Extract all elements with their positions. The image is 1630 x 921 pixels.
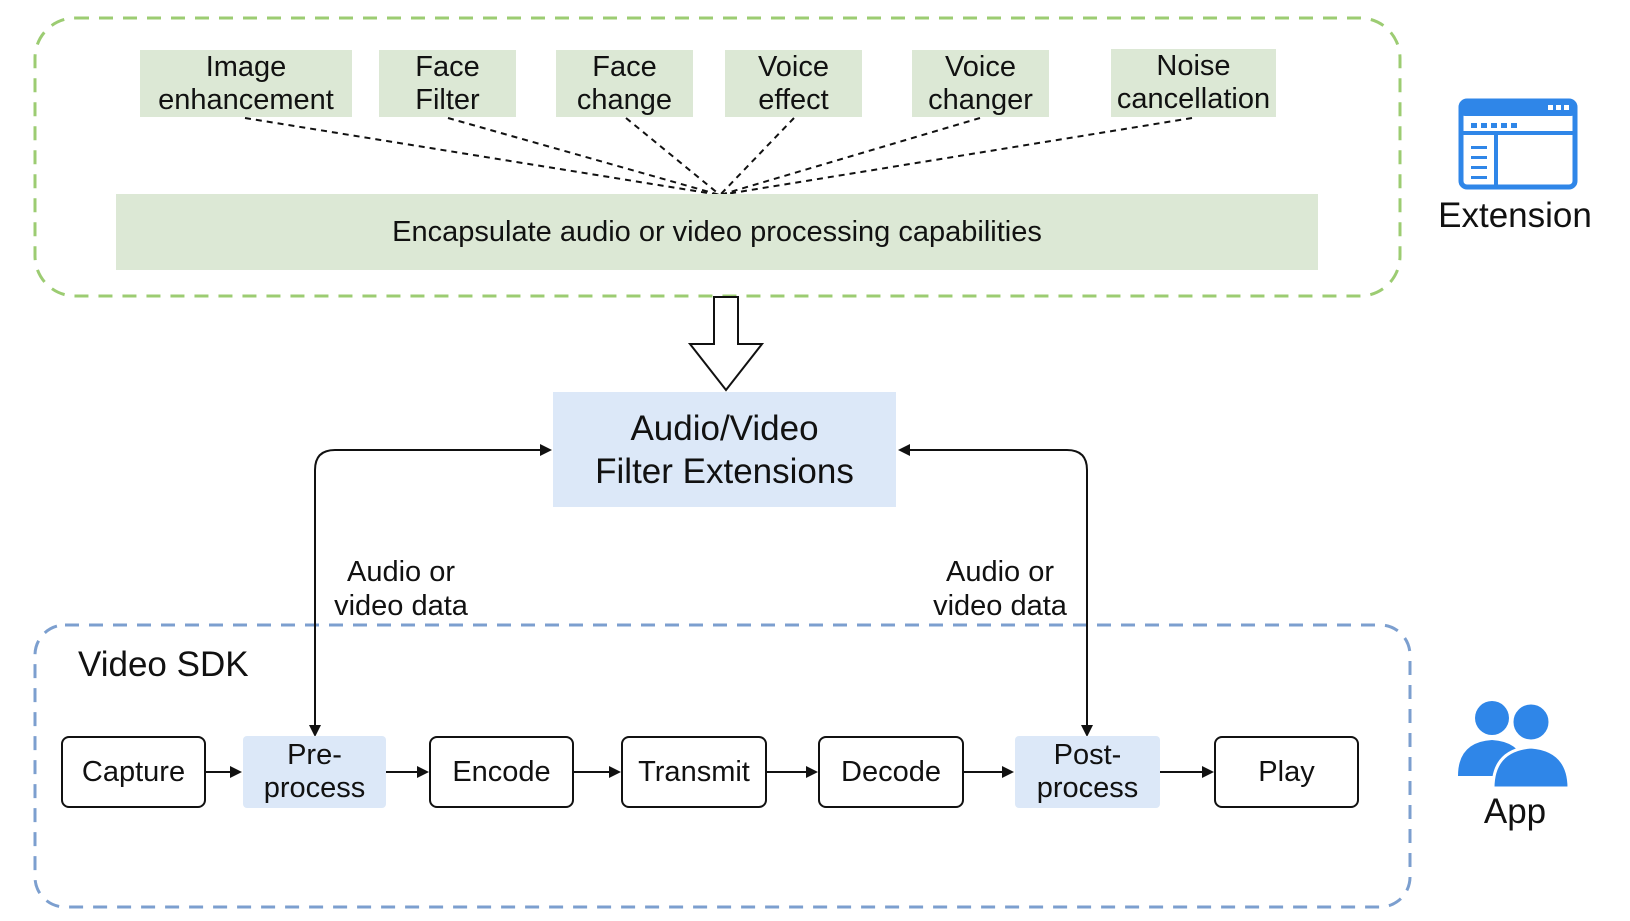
filter-extensions-line2: Filter Extensions	[595, 451, 854, 491]
sdk-container	[33, 623, 1412, 909]
sdk-title: Video SDK	[78, 645, 249, 684]
capability-fan-lines	[244, 117, 1193, 196]
stage-encode: Encode	[429, 736, 574, 808]
encapsulate-bar: Encapsulate audio or video processing ca…	[116, 194, 1318, 270]
app-label: App	[1483, 792, 1547, 831]
encapsulate-label: Encapsulate audio or video processing ca…	[392, 215, 1042, 248]
left-connector	[314, 444, 552, 723]
browser-window-icon	[1458, 98, 1578, 190]
stage-capture: Capture	[61, 736, 206, 808]
extension-container	[33, 16, 1402, 298]
extension-label: Extension	[1438, 196, 1592, 235]
stage-preprocess: Pre-process	[243, 736, 386, 808]
users-icon	[1458, 701, 1571, 790]
right-connector	[898, 444, 1088, 723]
stage-postprocess: Post-process	[1015, 736, 1160, 808]
filter-extensions-line1: Audio/Video	[630, 408, 819, 448]
stage-decode: Decode	[818, 736, 964, 808]
stage-play: Play	[1214, 736, 1359, 808]
stage-transmit: Transmit	[621, 736, 767, 808]
down-arrow	[687, 296, 765, 392]
